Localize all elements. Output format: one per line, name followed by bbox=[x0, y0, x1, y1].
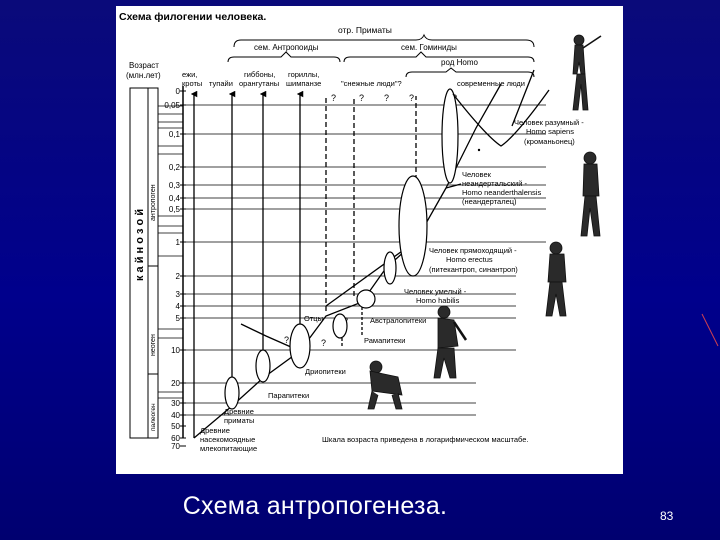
insectivores-label: Древние bbox=[200, 426, 230, 435]
branch-dot bbox=[478, 149, 480, 151]
parapithecus-label: Парапитеки bbox=[268, 391, 309, 400]
age-tick-label: 3 bbox=[176, 290, 181, 299]
erectus-label: Человек прямоходящий - bbox=[429, 246, 517, 255]
svg-text:?: ? bbox=[284, 335, 289, 345]
age-tick-label: 30 bbox=[171, 399, 180, 408]
svg-text:(кроманьонец): (кроманьонец) bbox=[524, 137, 575, 146]
order-label: отр. Приматы bbox=[338, 25, 392, 35]
age-label-units: (млн.лет) bbox=[126, 71, 161, 80]
svg-text:?: ? bbox=[321, 338, 326, 348]
svg-text:?: ? bbox=[384, 93, 389, 103]
age-tick-label: 0,1 bbox=[169, 130, 181, 139]
age-tick-label: 0,4 bbox=[169, 194, 181, 203]
svg-text:(питекантроп, синантроп): (питекантроп, синантроп) bbox=[429, 265, 518, 274]
caption-text: Схема антропогенеза. bbox=[183, 492, 448, 520]
lineage-ellipses bbox=[225, 89, 458, 409]
age-tick-label: 50 bbox=[171, 422, 180, 431]
age-tick-label: 20 bbox=[171, 379, 180, 388]
neanderthal-label: Человек bbox=[462, 170, 492, 179]
dryopithecus-figure bbox=[368, 361, 402, 409]
age-tick-label: 0,05 bbox=[164, 101, 180, 110]
age-label: Возраст bbox=[129, 61, 159, 70]
group-gorillas: гориллы, bbox=[288, 70, 319, 79]
period-paleogen-label: палеоген bbox=[150, 403, 157, 431]
diagram-panel: Схема филогении человека. отр. Приматы с… bbox=[116, 6, 623, 474]
group-gibbons: гиббоны, bbox=[244, 70, 275, 79]
phylogeny-diagram: Схема филогении человека. отр. Приматы с… bbox=[116, 6, 623, 474]
question-marks: ? ? ? ? ? ? ? ? bbox=[284, 93, 457, 348]
dryopithecus-label: Дриопитеки bbox=[305, 367, 346, 376]
svg-text:Homo erectus: Homo erectus bbox=[446, 255, 493, 264]
svg-text:?: ? bbox=[331, 93, 336, 103]
family-anthropoids-label: сем. Антропоиды bbox=[254, 43, 319, 52]
age-tick-label: 0,5 bbox=[169, 205, 181, 214]
age-tick-label: 2 bbox=[176, 272, 181, 281]
australopithecus-label: Австралопитеки bbox=[370, 316, 426, 325]
age-tick-label: 0,2 bbox=[169, 163, 181, 172]
neanderthal-figure bbox=[581, 152, 600, 236]
ramapithecus-label: Рамапитеки bbox=[364, 336, 406, 345]
svg-text:(неандерталец): (неандерталец) bbox=[462, 197, 517, 206]
svg-text:неандертальский -: неандертальский - bbox=[462, 179, 527, 188]
group-gibbons-line2: орангутаны bbox=[239, 79, 279, 88]
svg-text:млекопитающие: млекопитающие bbox=[200, 444, 257, 453]
age-tick-label: 40 bbox=[171, 411, 180, 420]
svg-text:?: ? bbox=[359, 93, 364, 103]
decorative-line bbox=[700, 312, 720, 348]
australopithecus-figure bbox=[434, 306, 466, 378]
homo-sapiens-figure bbox=[573, 35, 601, 110]
group-modern-humans: современные люди bbox=[457, 79, 525, 88]
age-tick-label: 4 bbox=[176, 302, 181, 311]
group-snowmen: "снежные люди"? bbox=[341, 79, 402, 88]
genus-homo-label: род Homo bbox=[441, 58, 479, 67]
svg-text:Homo habilis: Homo habilis bbox=[416, 296, 460, 305]
sapiens-label: Человек разумный - bbox=[514, 118, 584, 127]
age-tick-label: 0,3 bbox=[169, 181, 181, 190]
hominids-bracket bbox=[344, 52, 534, 62]
age-tick-label: 0 bbox=[176, 87, 181, 96]
group-hedgehogs-line2: кроты bbox=[182, 79, 202, 88]
svg-text:Homo sapiens: Homo sapiens bbox=[526, 127, 574, 136]
period-column bbox=[148, 88, 158, 438]
age-tick-label: 1 bbox=[176, 238, 181, 247]
svg-text:?: ? bbox=[409, 93, 414, 103]
habilis-label: Человек умелый - bbox=[404, 287, 467, 296]
diagram-title: Схема филогении человека. bbox=[119, 11, 266, 23]
group-hedgehogs: ежи, bbox=[182, 70, 197, 79]
ancient-primates-label: Древние bbox=[224, 407, 254, 416]
svg-text:приматы: приматы bbox=[224, 416, 254, 425]
family-hominids-label: сем. Гоминиды bbox=[401, 43, 457, 52]
age-tick-label: 10 bbox=[171, 346, 180, 355]
svg-text:Homo neanderthalensis: Homo neanderthalensis bbox=[462, 188, 541, 197]
svg-text:насекомоядные: насекомоядные bbox=[200, 435, 255, 444]
age-tick-label: 5 bbox=[176, 314, 181, 323]
group-tupaia: тупайи bbox=[209, 79, 233, 88]
anthropoids-bracket bbox=[228, 52, 340, 62]
group-gorillas-line2: шимпанзе bbox=[286, 79, 321, 88]
slide-caption: Схема антропогенеза. bbox=[0, 492, 720, 521]
homo-erectus-figure bbox=[546, 242, 566, 316]
scale-note: Шкала возраста приведена в логарифмическ… bbox=[322, 435, 529, 444]
homo-bracket bbox=[406, 68, 534, 77]
otsy-label: Отцы bbox=[304, 314, 323, 323]
period-neogen-label: неоген bbox=[150, 334, 157, 356]
era-label: к а й н о з о й bbox=[134, 209, 146, 281]
age-tick-label: 70 bbox=[171, 442, 180, 451]
page-number: 83 bbox=[660, 509, 673, 523]
period-anthropogen-label: антропоген bbox=[150, 184, 157, 221]
